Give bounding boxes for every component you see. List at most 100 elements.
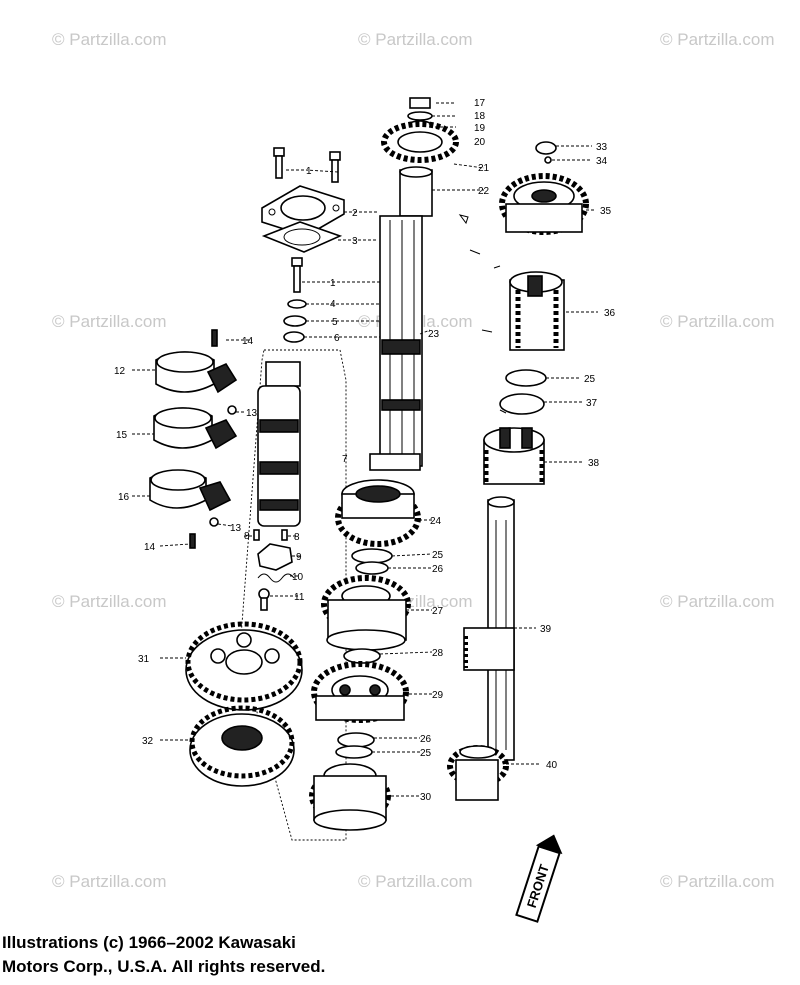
part-number: 23 — [428, 329, 440, 340]
part-number: 7 — [342, 454, 348, 465]
gear-part[interactable] — [335, 479, 421, 547]
bolt-part[interactable] — [258, 588, 270, 611]
shift-fork-part[interactable] — [153, 407, 238, 450]
gear-part[interactable] — [189, 705, 295, 787]
washer-part[interactable] — [499, 393, 545, 415]
part-number: 14 — [242, 336, 254, 347]
gear-part[interactable] — [185, 621, 303, 711]
part-number: 15 — [116, 430, 128, 441]
shift-fork-part[interactable] — [155, 351, 238, 394]
part-number: 34 — [596, 156, 608, 167]
shift-fork-part[interactable] — [149, 469, 232, 512]
watermark: © Partzilla.com — [358, 872, 473, 891]
bolt-part[interactable] — [273, 147, 341, 183]
washer-part[interactable] — [283, 315, 307, 327]
part-number: 3 — [352, 236, 358, 247]
part-number: 19 — [474, 123, 486, 134]
part-number: 4 — [330, 299, 336, 310]
part-number: 28 — [432, 648, 444, 659]
part-number: 13 — [230, 523, 242, 534]
part-number: 29 — [432, 690, 444, 701]
watermark: © Partzilla.com — [660, 592, 775, 611]
part-number: 27 — [432, 606, 444, 617]
pin-part[interactable] — [253, 529, 260, 541]
watermark: © Partzilla.com — [660, 872, 775, 891]
pin-part[interactable] — [227, 405, 237, 415]
circlip-part[interactable] — [351, 548, 393, 564]
watermark: © Partzilla.com — [52, 592, 167, 611]
part-number: 12 — [114, 366, 126, 377]
part-number: 2 — [352, 208, 358, 219]
part-number: 18 — [474, 111, 486, 122]
part-number: 8 — [294, 532, 300, 543]
part-number: 20 — [474, 137, 486, 148]
circlip-part[interactable] — [335, 745, 373, 759]
spring-part[interactable] — [257, 573, 295, 583]
part-number: 26 — [432, 564, 444, 575]
part-number: 31 — [138, 654, 150, 665]
circlip-part[interactable] — [343, 648, 381, 664]
washer-part[interactable] — [283, 331, 305, 343]
plate-part[interactable] — [257, 543, 293, 571]
part-number: 40 — [546, 760, 558, 771]
gear-part[interactable] — [483, 427, 545, 485]
part-number: 1 — [330, 278, 336, 289]
part-number: 11 — [294, 592, 305, 603]
ball-part[interactable] — [544, 156, 552, 164]
cap-part[interactable] — [535, 141, 557, 155]
washer-part[interactable] — [355, 561, 389, 575]
part-number: 35 — [600, 206, 612, 217]
part-number: 36 — [604, 308, 616, 319]
part-number: 38 — [588, 458, 600, 469]
cover-part[interactable] — [261, 185, 345, 237]
part-number: 32 — [142, 736, 154, 747]
part-number: 37 — [586, 398, 598, 409]
pin-part[interactable] — [281, 529, 288, 541]
part-number: 22 — [478, 186, 490, 197]
part-number: 25 — [432, 550, 444, 561]
part-number: 16 — [118, 492, 130, 503]
part-number: 33 — [596, 142, 608, 153]
shift-drum-part[interactable] — [257, 361, 301, 527]
part-number: 30 — [420, 792, 432, 803]
part-number: 39 — [540, 624, 552, 635]
gasket-part[interactable] — [261, 221, 343, 253]
washer-part[interactable] — [287, 299, 307, 309]
part-number: 13 — [246, 408, 258, 419]
countershaft-part[interactable] — [463, 496, 515, 761]
gear-part[interactable] — [447, 745, 509, 801]
front-direction-arrow: FRONT — [515, 834, 563, 923]
part-number: 25 — [584, 374, 596, 385]
copyright-caption-line1: Illustrations (c) 1966–2002 Kawasaki — [2, 933, 296, 952]
circlip-part[interactable] — [505, 369, 547, 387]
main-shaft-part[interactable] — [369, 97, 459, 471]
watermark: © Partzilla.com — [660, 312, 775, 331]
part-number: 9 — [296, 552, 302, 563]
washer-part[interactable] — [337, 732, 375, 748]
leader-lines — [132, 102, 598, 797]
pin-part[interactable] — [189, 533, 196, 549]
watermark: © Partzilla.com — [660, 30, 775, 49]
watermark: © Partzilla.com — [52, 312, 167, 331]
gear-part[interactable] — [311, 661, 409, 723]
pin-part[interactable] — [211, 329, 218, 347]
part-number: 14 — [144, 542, 156, 553]
gear-part[interactable] — [321, 575, 411, 651]
part-number: 6 — [334, 333, 340, 344]
pin-part[interactable] — [209, 517, 219, 527]
part-number: 10 — [292, 572, 304, 583]
gear-part[interactable] — [499, 173, 589, 235]
watermark: © Partzilla.com — [358, 30, 473, 49]
gear-part[interactable] — [309, 763, 391, 831]
copyright-caption-line2: Motors Corp., U.S.A. All rights reserved… — [2, 957, 326, 976]
gear-part[interactable] — [509, 271, 565, 351]
part-number: 5 — [332, 317, 338, 328]
part-number: 25 — [420, 748, 432, 759]
part-number: 17 — [474, 98, 486, 109]
part-number: 8 — [244, 531, 250, 542]
watermark: © Partzilla.com — [52, 872, 167, 891]
bolt-part[interactable] — [291, 257, 303, 293]
part-number: 1 — [306, 166, 312, 177]
part-number: 24 — [430, 516, 442, 527]
